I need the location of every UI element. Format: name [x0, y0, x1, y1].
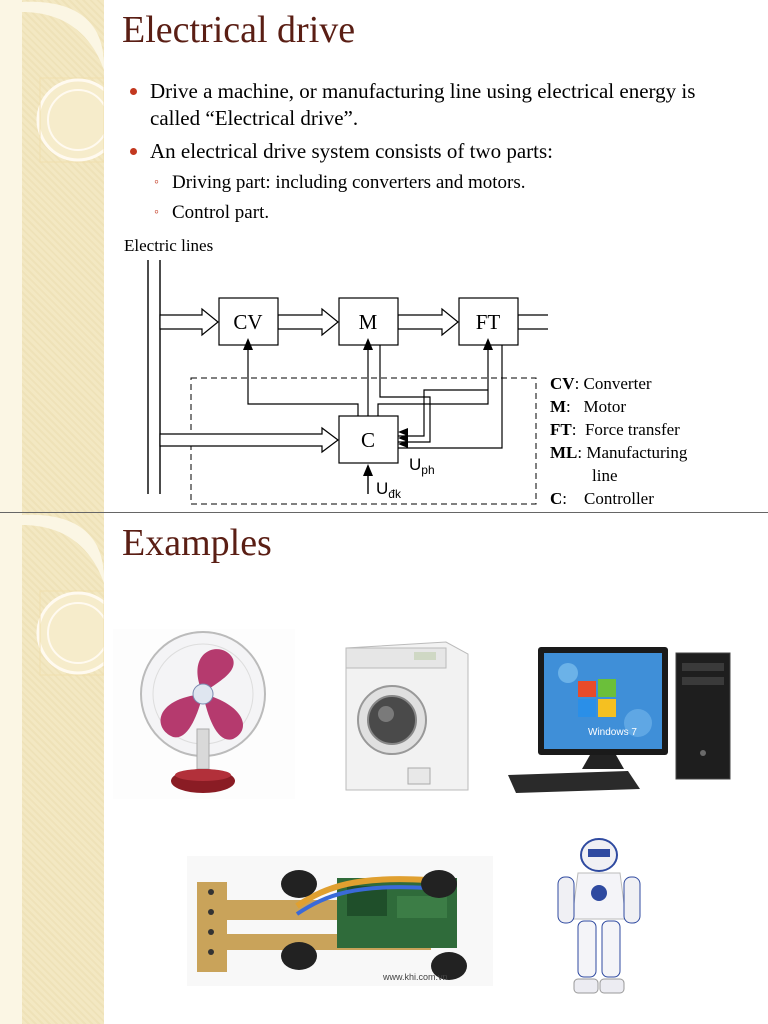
humanoid-robot-icon [557, 838, 641, 994]
sub-bullet-text: Driving part: including converters and m… [172, 172, 526, 193]
svg-text:CV: CV [233, 310, 262, 334]
sub-bullet-text: Control part. [172, 202, 270, 223]
power-flow-arrows [159, 307, 548, 337]
signal-udk-label: Uđk [376, 479, 402, 501]
legend-row: M: Motor [550, 397, 627, 416]
side-decoration-band [0, 0, 104, 512]
fan-icon [113, 629, 295, 799]
svg-text:www.khi.com.vn: www.khi.com.vn [382, 972, 448, 982]
svg-text:M: M [359, 310, 378, 334]
block-cv: CV [218, 297, 279, 346]
control-lines [247, 345, 503, 449]
sub-bullet-item: ◦Control part. [154, 202, 270, 223]
side-decoration-band [0, 513, 104, 1024]
robot-car-icon: www.khi.com.vn [187, 856, 493, 986]
svg-text:C: C [361, 428, 375, 452]
slide-title: Electrical drive [122, 9, 356, 51]
bullet-item: Drive a machine, or manufacturing line u… [130, 78, 750, 132]
legend-row: C: Controller [550, 489, 654, 508]
slide-examples: Examples Windows 7 [0, 512, 768, 1024]
block-m: M [338, 297, 399, 346]
electrical-drive-diagram: Electric lines CV M FT ML [124, 236, 548, 505]
block-ft: FT [458, 297, 519, 346]
sub-bullet-item: ◦Driving part: including converters and … [154, 172, 526, 193]
legend-row: line [592, 466, 618, 485]
bullet-list: Drive a machine, or manufacturing line u… [130, 78, 750, 231]
svg-text:FT: FT [476, 310, 501, 334]
computer-icon: Windows 7 [508, 647, 731, 793]
slide-electrical-drive: Electrical drive Drive a machine, or man… [0, 0, 750, 512]
diagram-legend: CV: Converter M: Motor FT: Force transfe… [550, 372, 687, 510]
signal-uph-label: Uph [409, 455, 435, 477]
electric-lines-label: Electric lines [124, 236, 213, 255]
control-part-boundary [190, 377, 537, 505]
washing-machine-icon [345, 641, 469, 791]
circle-decoration-icon [0, 513, 104, 1024]
legend-row: CV: Converter [550, 374, 652, 393]
slide-title: Examples [122, 522, 272, 564]
legend-row: ML: Manufacturing [550, 443, 688, 462]
svg-text:Windows 7: Windows 7 [588, 727, 637, 738]
block-c: C [338, 415, 399, 464]
legend-row: FT: Force transfer [550, 420, 680, 439]
bullet-item: An electrical drive system consists of t… [130, 138, 750, 165]
circle-decoration-icon [0, 0, 104, 512]
